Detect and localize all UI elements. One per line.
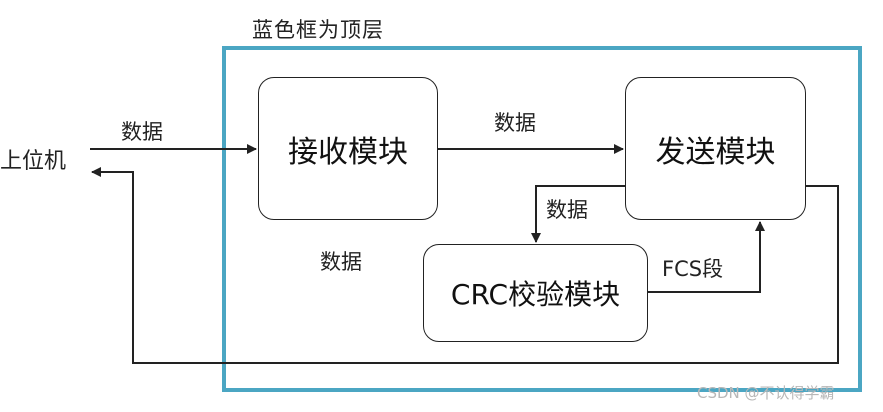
edge-label-free-data: 数据	[320, 250, 362, 274]
edge-label-receive-to-send: 数据	[494, 111, 536, 135]
crc-module: CRC校验模块	[423, 244, 648, 342]
top-level-frame	[222, 46, 862, 392]
send-module: 发送模块	[625, 77, 806, 220]
arrow-send-to-host	[91, 167, 839, 364]
receive-module: 接收模块	[258, 77, 438, 220]
edge-label-send-to-crc: 数据	[546, 198, 588, 222]
frame-caption: 蓝色框为顶层	[252, 18, 384, 42]
edge-label-crc-to-send: FCS段	[662, 257, 724, 281]
host-computer-label: 上位机	[0, 149, 67, 174]
edge-label-host-to-receive: 数据	[121, 120, 163, 144]
watermark: CSDN @不认得学霸	[697, 384, 835, 402]
arrow-send-to-crc	[531, 185, 625, 243]
arrow-crc-to-send	[648, 221, 765, 293]
